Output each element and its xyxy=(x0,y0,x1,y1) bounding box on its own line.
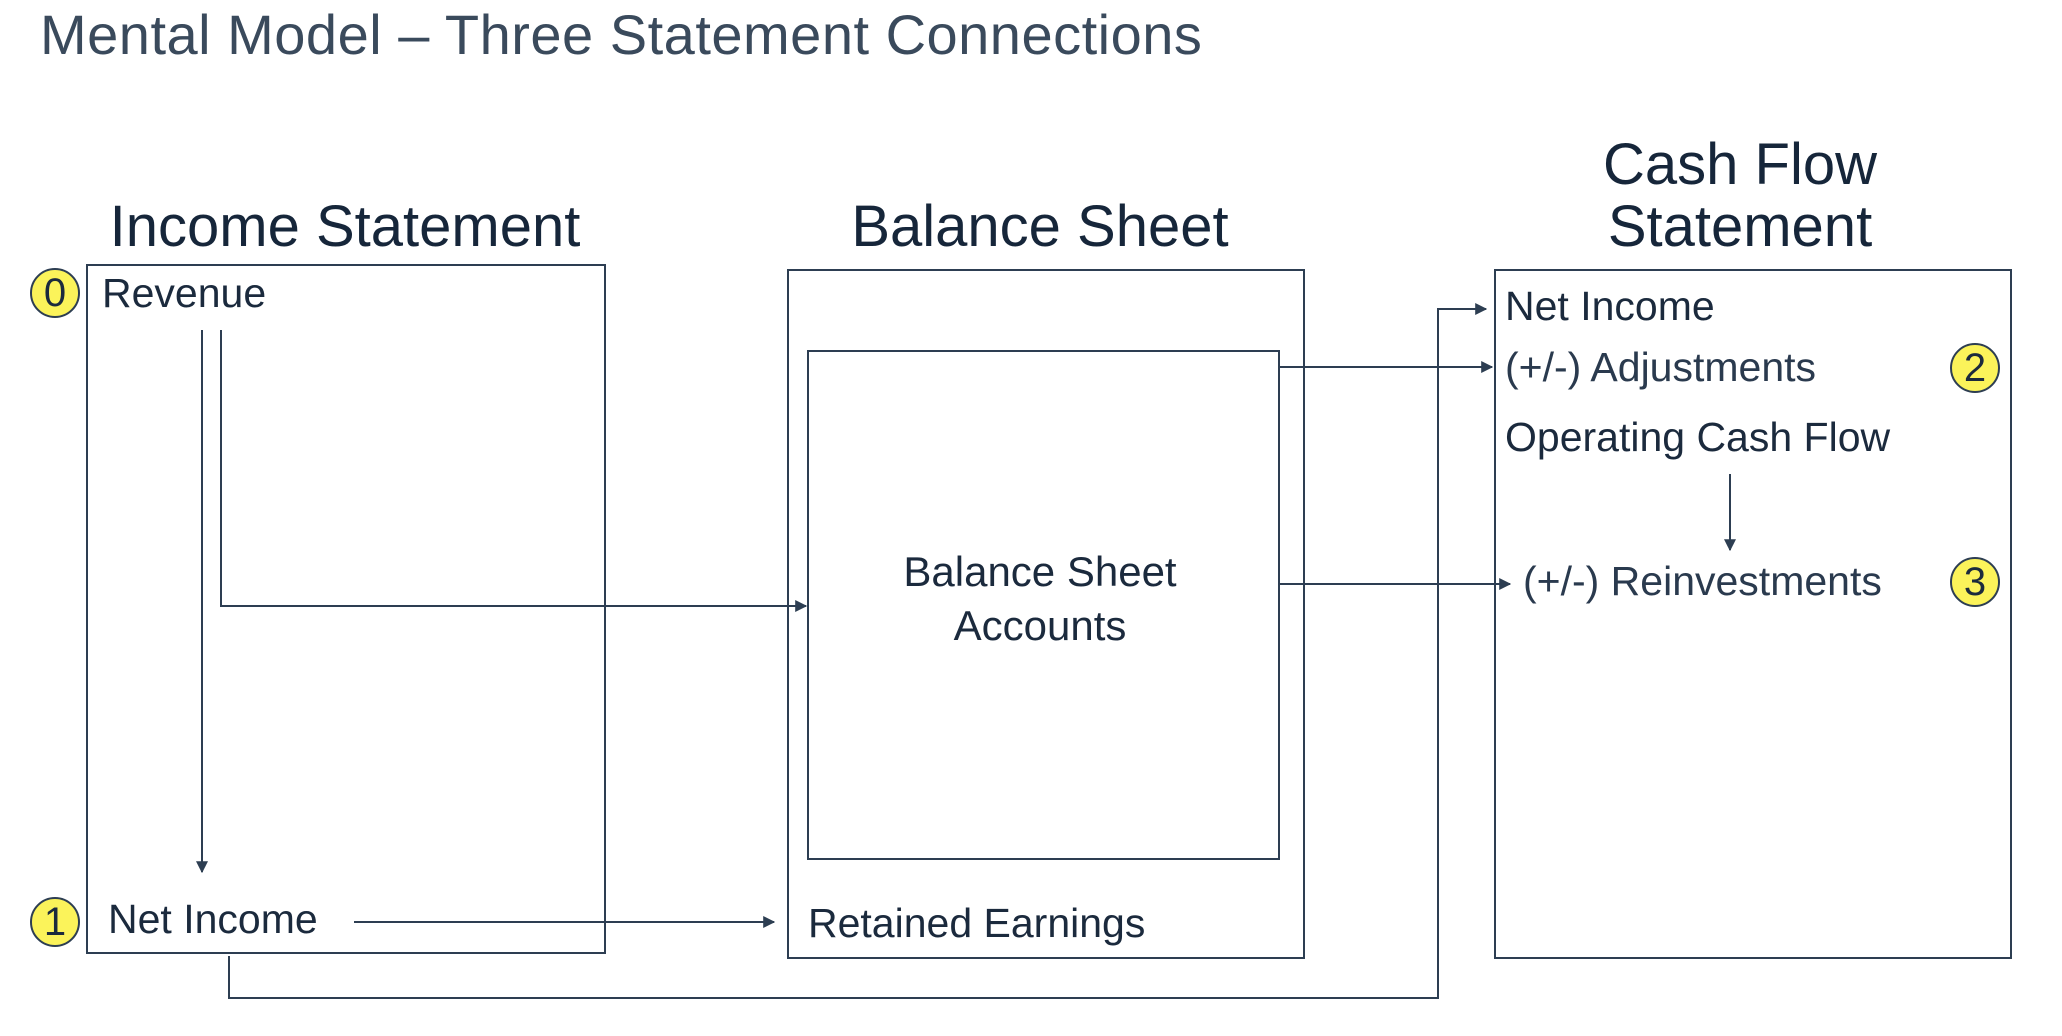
bs-accounts-line1: Balance Sheet xyxy=(903,548,1177,595)
cash-flow-statement-box xyxy=(1494,269,2012,959)
balance-sheet-title: Balance Sheet xyxy=(851,194,1229,259)
cash-flow-title-line1: Cash Flow xyxy=(1603,132,1877,197)
is-net-income-label: Net Income xyxy=(108,896,318,942)
page-title: Mental Model – Three Statement Connectio… xyxy=(40,3,1203,66)
badge-0: 0 xyxy=(30,268,80,318)
cash-flow-title-line2: Statement xyxy=(1607,194,1873,259)
income-statement-box xyxy=(86,264,606,954)
badge-2: 2 xyxy=(1950,343,2000,393)
cf-net-income-label: Net Income xyxy=(1505,283,1715,329)
retained-earnings-label: Retained Earnings xyxy=(808,900,1146,946)
net-income-to-cf-net-income-arrow xyxy=(228,303,1488,999)
bs-accounts-label: Balance Sheet Accounts xyxy=(805,545,1275,653)
revenue-label: Revenue xyxy=(102,270,267,316)
bs-accounts-line2: Accounts xyxy=(953,602,1127,649)
badge-3: 3 xyxy=(1950,557,2000,607)
balance-sheet-accounts-box xyxy=(807,350,1280,860)
adjustments-label: (+/-) Adjustments xyxy=(1505,344,1817,390)
revenue-to-bs-accounts-arrow xyxy=(220,330,808,612)
income-statement-title: Income Statement xyxy=(109,194,581,259)
badge-1: 1 xyxy=(30,897,80,947)
reinvestments-label: (+/-) Reinvestments xyxy=(1523,558,1882,604)
cash-flow-statement-title: Cash Flow Statement xyxy=(1480,134,2000,258)
balance-sheet-box xyxy=(787,269,1305,959)
operating-cash-flow-label: Operating Cash Flow xyxy=(1505,414,1891,460)
